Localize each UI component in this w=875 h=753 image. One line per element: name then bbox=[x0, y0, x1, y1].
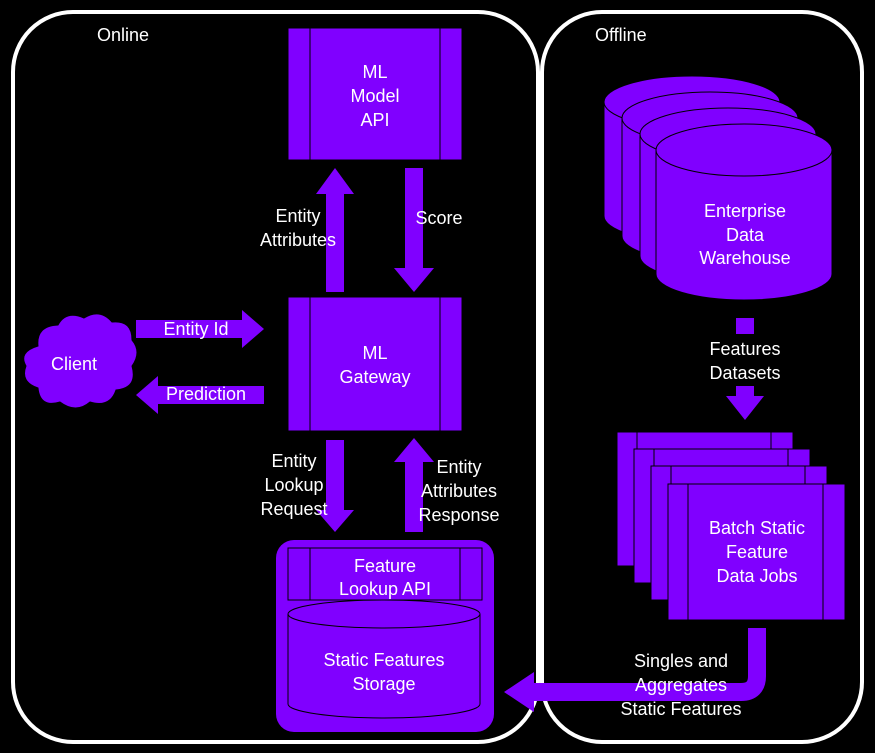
entity-attributes-label-2: Attributes bbox=[260, 230, 336, 250]
ml-gateway-line-1: ML bbox=[362, 343, 387, 363]
ml-gateway-line-2: Gateway bbox=[339, 367, 410, 387]
enterprise-dw-line-2: Data bbox=[726, 225, 765, 245]
score-label: Score bbox=[415, 208, 462, 228]
batch-jobs-line-2: Feature bbox=[726, 542, 788, 562]
offline-panel bbox=[540, 10, 864, 744]
online-panel-label: Online bbox=[97, 25, 149, 45]
entity-lookup-request-label-2: Lookup bbox=[264, 475, 323, 495]
prediction-label: Prediction bbox=[166, 384, 246, 404]
feature-store-node: Feature Lookup API Static Features Stora… bbox=[276, 540, 494, 732]
singles-aggregates-label-3: Static Features bbox=[620, 699, 741, 719]
feature-lookup-api-node bbox=[287, 547, 483, 601]
enterprise-dw-line-1: Enterprise bbox=[704, 201, 786, 221]
entity-lookup-request-label-3: Request bbox=[260, 499, 327, 519]
online-panel bbox=[11, 10, 540, 744]
singles-aggregates-label-1: Singles and bbox=[634, 651, 728, 671]
singles-aggregates-label-2: Aggregates bbox=[635, 675, 727, 695]
batch-jobs-node: Batch Static Feature Data Jobs bbox=[616, 431, 846, 621]
feature-lookup-api-line-2: Lookup API bbox=[339, 579, 431, 599]
score-down-arrow bbox=[394, 168, 434, 292]
features-datasets-arrow-head bbox=[726, 386, 764, 420]
batch-jobs-line-3: Data Jobs bbox=[716, 566, 797, 586]
features-datasets-arrow-tail bbox=[736, 318, 754, 334]
singles-aggregates-arrow-path bbox=[532, 628, 766, 701]
feature-lookup-api-line-1: Feature bbox=[354, 556, 416, 576]
client-label: Client bbox=[51, 354, 97, 374]
entity-id-arrow bbox=[136, 310, 264, 348]
client-node: Client bbox=[23, 313, 138, 409]
entity-id-label: Entity Id bbox=[163, 319, 228, 339]
enterprise-dw-line-3: Warehouse bbox=[699, 248, 790, 268]
prediction-arrow bbox=[136, 376, 264, 414]
features-datasets-label-1: Features bbox=[709, 339, 780, 359]
entity-attributes-label-1: Entity bbox=[275, 206, 320, 226]
entity-attributes-response-arrow bbox=[394, 438, 434, 532]
entity-attributes-response-label-2: Attributes bbox=[421, 481, 497, 501]
static-features-storage-line-1: Static Features bbox=[323, 650, 444, 670]
entity-lookup-request-arrow bbox=[316, 440, 354, 532]
batch-jobs-line-1: Batch Static bbox=[709, 518, 805, 538]
enterprise-dw-node: Enterprise Data Warehouse bbox=[603, 75, 833, 301]
singles-aggregates-arrow-head bbox=[504, 672, 534, 712]
offline-panel-label: Offline bbox=[595, 25, 647, 45]
static-features-storage-node: Static Features Storage bbox=[287, 599, 481, 719]
ml-gateway-node: ML Gateway bbox=[287, 296, 463, 432]
ml-model-api-node: ML Model API bbox=[287, 27, 463, 161]
entity-attributes-response-label-3: Response bbox=[418, 505, 499, 525]
entity-attributes-response-label-1: Entity bbox=[436, 457, 481, 477]
ml-model-api-line-1: ML bbox=[362, 62, 387, 82]
ml-model-api-line-2: Model bbox=[350, 86, 399, 106]
features-datasets-label-2: Datasets bbox=[709, 363, 780, 383]
static-features-storage-line-2: Storage bbox=[352, 674, 415, 694]
entity-attributes-up-arrow bbox=[316, 168, 354, 292]
ml-model-api-line-3: API bbox=[360, 110, 389, 130]
entity-lookup-request-label-1: Entity bbox=[271, 451, 316, 471]
